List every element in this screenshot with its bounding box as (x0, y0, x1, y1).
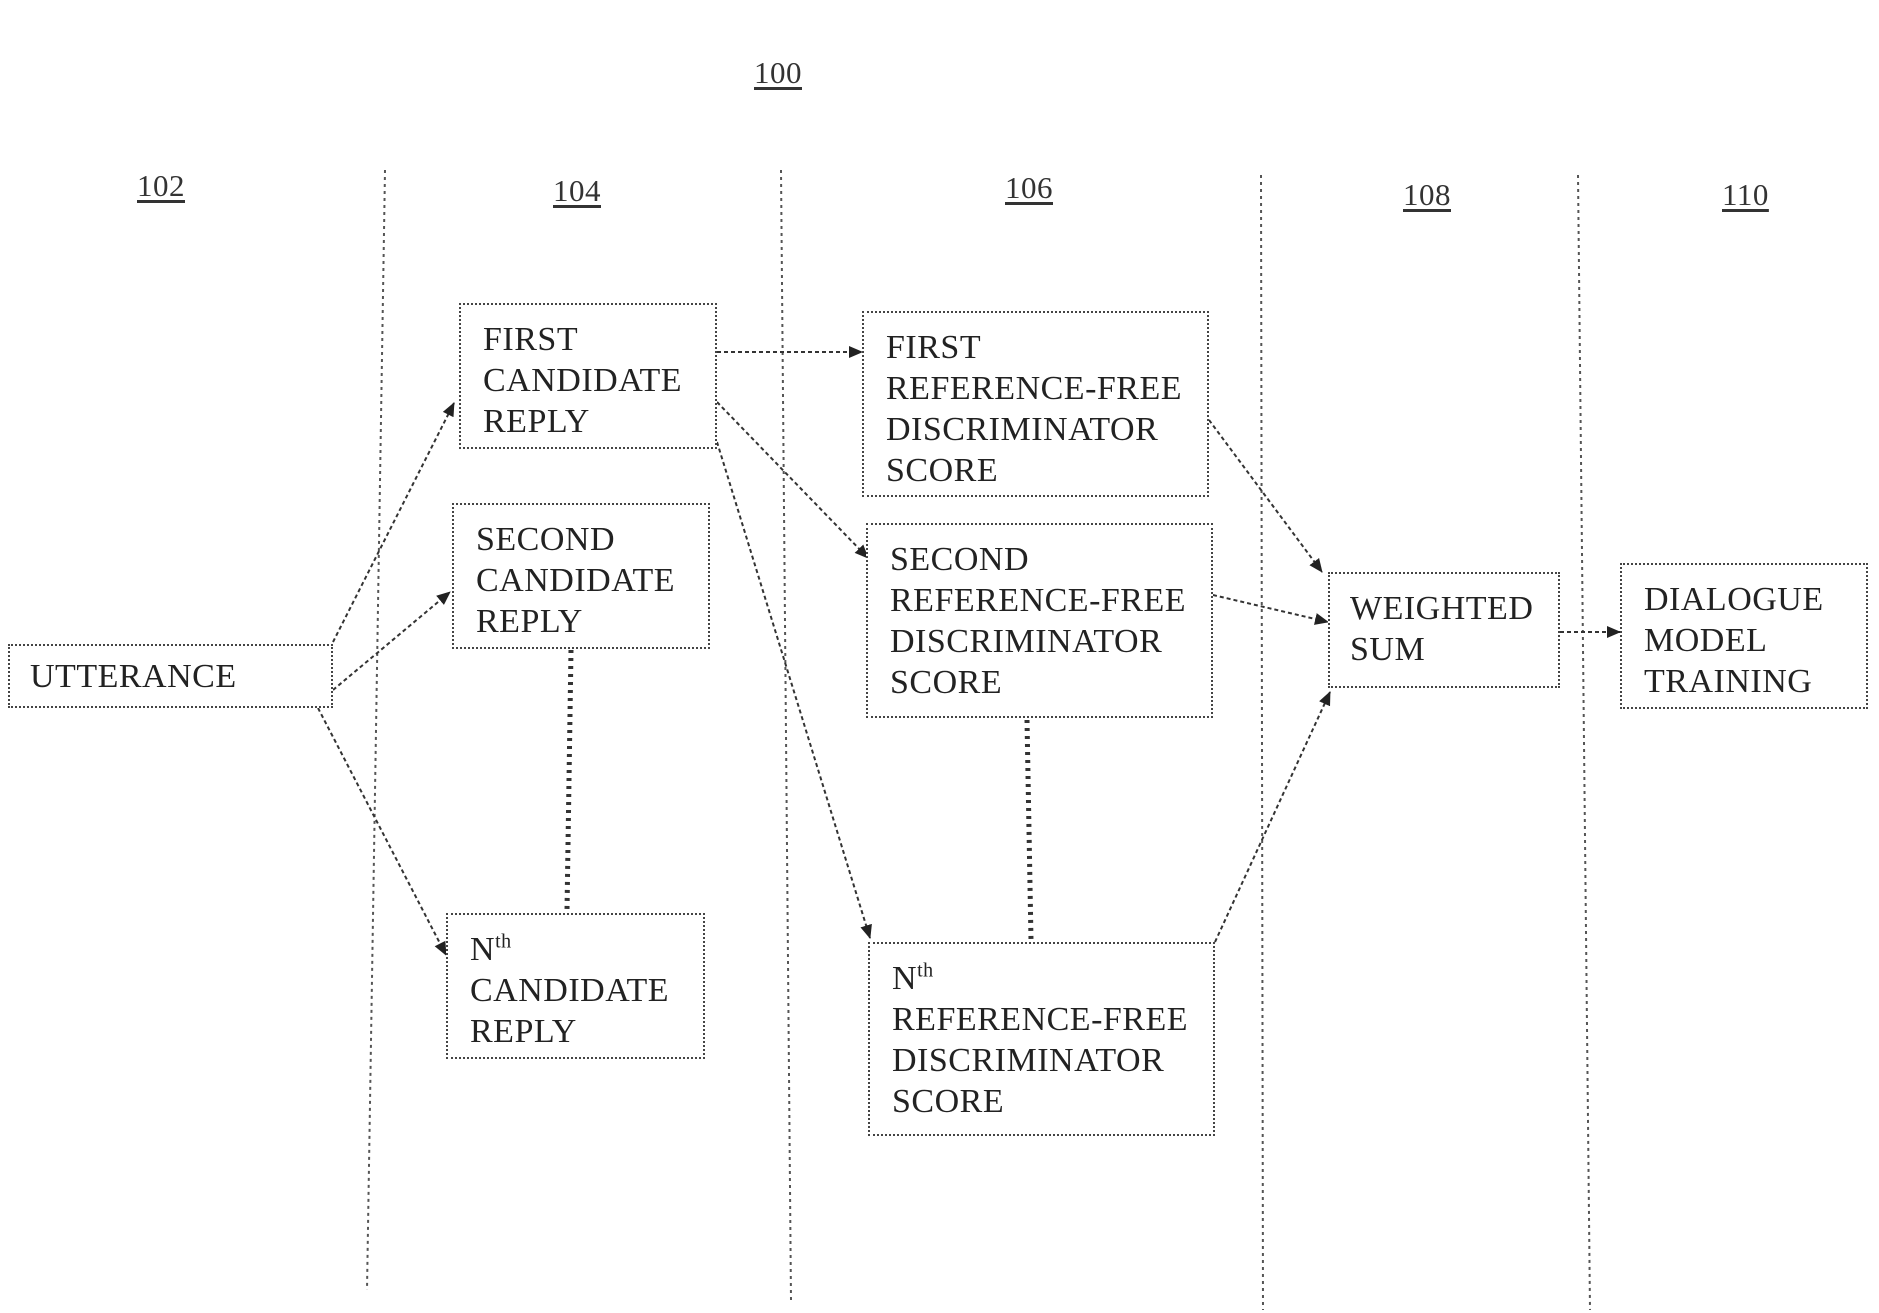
column-separator (781, 170, 791, 1300)
column-separator (1578, 175, 1590, 1310)
arrow-first-to-second-score (717, 402, 868, 558)
arrow-nth-score-to-sum (1215, 692, 1330, 942)
second-score-line: SCORE (890, 662, 1211, 703)
arrow-second-score-to-sum (1213, 595, 1328, 622)
dialogue-training-line: TRAINING (1644, 661, 1866, 702)
column-label-102: 102 (137, 168, 185, 204)
second-score-line: DISCRIMINATOR (890, 621, 1211, 662)
second-candidate-line: REPLY (476, 601, 708, 642)
dialogue-training-box: DIALOGUE MODEL TRAINING (1620, 563, 1868, 709)
nth-score-line: REFERENCE-FREE (892, 999, 1213, 1040)
ellipsis-candidates (567, 650, 571, 910)
nth-candidate-box: Nth CANDIDATE REPLY (446, 913, 705, 1059)
column-separator (367, 170, 385, 1290)
arrow-utterance-to-first (333, 403, 454, 642)
second-candidate-line: CANDIDATE (476, 560, 708, 601)
nth-score-heading: Nth (892, 958, 1213, 999)
second-candidate-line: SECOND (476, 519, 708, 560)
weighted-sum-line: WEIGHTED (1350, 588, 1558, 629)
first-candidate-line: CANDIDATE (483, 360, 715, 401)
utterance-box: UTTERANCE (8, 644, 333, 708)
ellipsis-scores (1027, 720, 1031, 940)
dialogue-training-line: MODEL (1644, 620, 1866, 661)
weighted-sum-line: SUM (1350, 629, 1558, 670)
nth-score-box: Nth REFERENCE-FREE DISCRIMINATOR SCORE (868, 942, 1215, 1136)
second-score-box: SECOND REFERENCE-FREE DISCRIMINATOR SCOR… (866, 523, 1213, 718)
first-score-line: DISCRIMINATOR (886, 409, 1207, 450)
arrow-first-to-nth-score (717, 442, 870, 938)
nth-score-line: DISCRIMINATOR (892, 1040, 1213, 1081)
first-candidate-box: FIRST CANDIDATE REPLY (459, 303, 717, 449)
arrow-utterance-to-second (333, 592, 450, 690)
nth-candidate-heading: Nth (470, 929, 703, 970)
dialogue-training-line: DIALOGUE (1644, 579, 1866, 620)
column-label-106: 106 (1005, 170, 1053, 206)
first-score-line: SCORE (886, 450, 1207, 491)
second-score-line: SECOND (890, 539, 1211, 580)
column-label-108: 108 (1403, 177, 1451, 213)
column-label-110: 110 (1722, 177, 1769, 213)
utterance-label: UTTERANCE (30, 656, 331, 697)
nth-score-line: SCORE (892, 1081, 1213, 1122)
second-candidate-box: SECOND CANDIDATE REPLY (452, 503, 710, 649)
second-score-line: REFERENCE-FREE (890, 580, 1211, 621)
first-candidate-line: FIRST (483, 319, 715, 360)
first-score-line: REFERENCE-FREE (886, 368, 1207, 409)
arrow-first-score-to-sum (1209, 420, 1322, 572)
arrow-utterance-to-nth (318, 708, 446, 955)
column-label-104: 104 (553, 173, 601, 209)
figure-number: 100 (754, 55, 802, 91)
nth-candidate-line: REPLY (470, 1011, 703, 1052)
first-score-line: FIRST (886, 327, 1207, 368)
nth-candidate-line: CANDIDATE (470, 970, 703, 1011)
column-separator (1261, 175, 1263, 1310)
weighted-sum-box: WEIGHTED SUM (1328, 572, 1560, 688)
first-candidate-line: REPLY (483, 401, 715, 442)
first-score-box: FIRST REFERENCE-FREE DISCRIMINATOR SCORE (862, 311, 1209, 497)
